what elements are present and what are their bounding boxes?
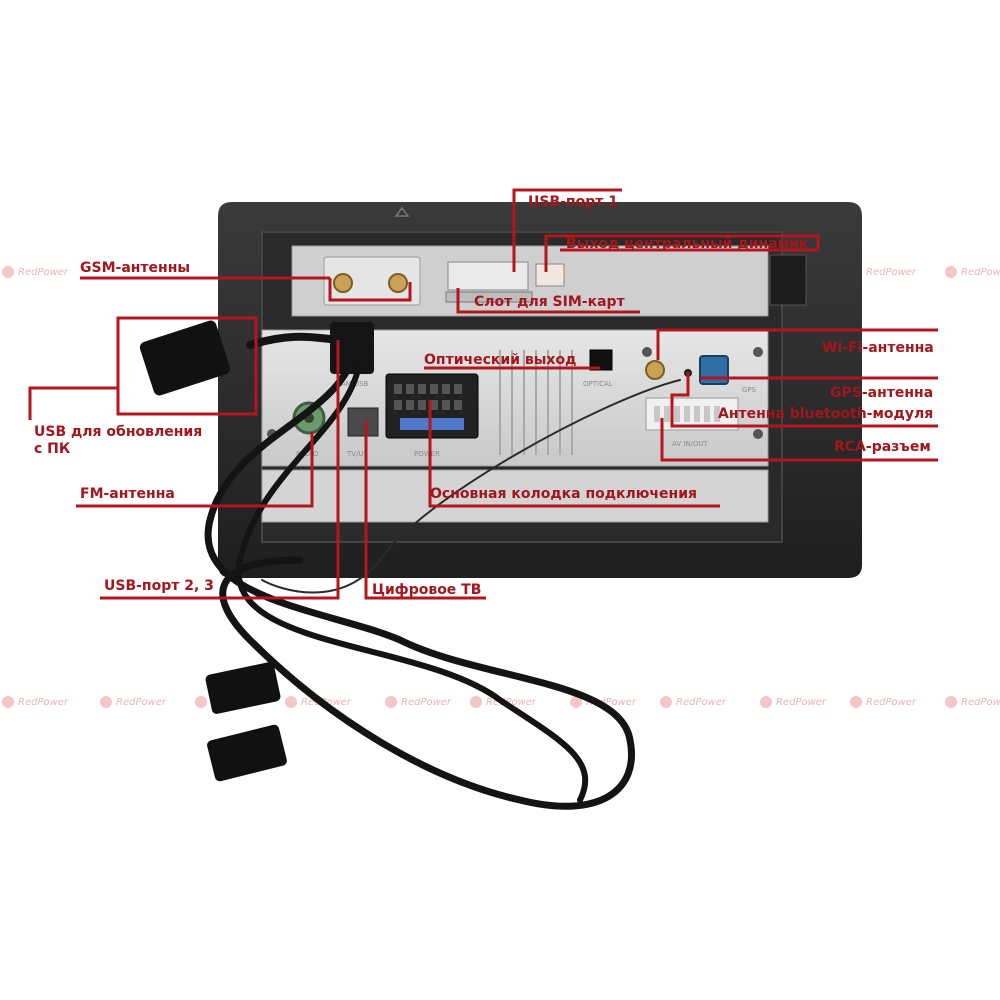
- label-fm-antenna: FM-антенна: [80, 486, 175, 502]
- label-usb-update-line-2: с ПК: [34, 441, 71, 457]
- label-rca-connector: RCA-разъем: [834, 439, 931, 455]
- watermark: RedPower: [401, 697, 452, 708]
- leader-main-harness: [428, 400, 720, 508]
- leader-bluetooth: [670, 372, 938, 428]
- usb-update-plug: [139, 320, 231, 396]
- usb-cables: [204, 332, 681, 810]
- watermark-logo-icon: [2, 696, 14, 708]
- cam-usb-plug: [330, 322, 374, 374]
- watermark: RedPower: [866, 267, 917, 278]
- leader-sim-slot: [456, 288, 640, 314]
- leader-usb-update: [28, 386, 118, 420]
- watermark: RedPower: [776, 697, 827, 708]
- watermark: RedPower: [486, 697, 537, 708]
- bottom-bracket: [261, 469, 769, 523]
- leader-digital-tv: [364, 420, 486, 600]
- screw: [753, 429, 763, 439]
- leader-center-speaker: [544, 234, 820, 272]
- watermark-logo-icon: [570, 696, 582, 708]
- label-digital-tv: Цифровое ТВ: [372, 582, 482, 598]
- watermark: RedPower: [961, 267, 1000, 278]
- watermark: RedPower: [18, 267, 69, 278]
- watermark-logo-icon: [470, 696, 482, 708]
- device-label-tv-us: TV/US: [346, 450, 369, 458]
- sim-slot: [445, 291, 533, 303]
- av-connector-pins: [654, 406, 720, 422]
- label-optical-out: Оптический выход: [424, 352, 577, 368]
- leader-wifi: [656, 328, 938, 360]
- watermark-logo-icon: [285, 696, 297, 708]
- usb-port-3-plug: [207, 724, 287, 782]
- watermark-logo-icon: [760, 696, 772, 708]
- label-usb-update-line-1: USB для обновления: [34, 424, 203, 440]
- watermark: RedPower: [961, 697, 1000, 708]
- leader-usb-update-box: [116, 316, 258, 416]
- leader-rca: [660, 418, 938, 462]
- device-label-optical: OPTICAL: [583, 380, 613, 388]
- watermark-logo-icon: [945, 266, 957, 278]
- usb-port-2-plug: [205, 662, 281, 714]
- label-center-speaker-out: Выход центральный динамик: [566, 236, 809, 252]
- device-label-radio: RADIO: [296, 450, 319, 458]
- power-connector-pins: [394, 384, 462, 410]
- label-usb-port-2-3: USB-порт 2, 3: [104, 578, 214, 594]
- watermark: RedPower: [586, 697, 637, 708]
- power-connector-latch: [400, 418, 464, 430]
- watermark-logo-icon: [385, 696, 397, 708]
- center-out-header: [535, 263, 565, 287]
- label-usb-update: USB для обновления с ПК: [34, 424, 234, 458]
- screw: [753, 347, 763, 357]
- wifi-connector: [645, 360, 665, 380]
- watermark: RedPower: [18, 697, 69, 708]
- frame-notch: [394, 206, 410, 217]
- watermark-logo-icon: [945, 696, 957, 708]
- watermark-logo-icon: [100, 696, 112, 708]
- device-label-av-in-out: AV IN/OUT: [672, 440, 709, 448]
- leader-fm: [76, 432, 314, 508]
- watermark-logo-icon: [660, 696, 672, 708]
- watermark: RedPower: [676, 697, 727, 708]
- label-usb-port-1: USB-порт 1: [528, 194, 618, 210]
- label-bluetooth-antenna: Антенна bluetooth-модуля: [718, 406, 934, 422]
- label-main-harness: Основная колодка подключения: [430, 486, 697, 502]
- label-gsm-antennas: GSM-антенны: [80, 260, 191, 276]
- gsm-bracket: [323, 256, 421, 306]
- watermark: RedPower: [116, 697, 167, 708]
- digital-tv-port: [347, 407, 379, 437]
- watermark-logo-icon: [195, 696, 207, 708]
- screw: [642, 347, 652, 357]
- watermark: RedPower: [866, 697, 917, 708]
- device-label-power: POWER: [414, 450, 440, 458]
- leader-usb-port-1: [512, 188, 622, 272]
- right-bracket: [769, 254, 807, 306]
- device-label-gps: GPS: [742, 386, 757, 394]
- watermark-logo-icon: [850, 696, 862, 708]
- label-wifi-antenna: Wi-Fi-антенна: [822, 340, 934, 356]
- label-gps-antenna: GPS-антенна: [830, 385, 934, 401]
- label-sim-slot: Слот для SIM-карт: [474, 294, 625, 310]
- leader-usb-port-2-3: [100, 340, 340, 600]
- optical-port: [589, 349, 613, 371]
- gsm-connector-1: [333, 273, 353, 293]
- watermark-logo-icon: [2, 266, 14, 278]
- gsm-connector-2: [388, 273, 408, 293]
